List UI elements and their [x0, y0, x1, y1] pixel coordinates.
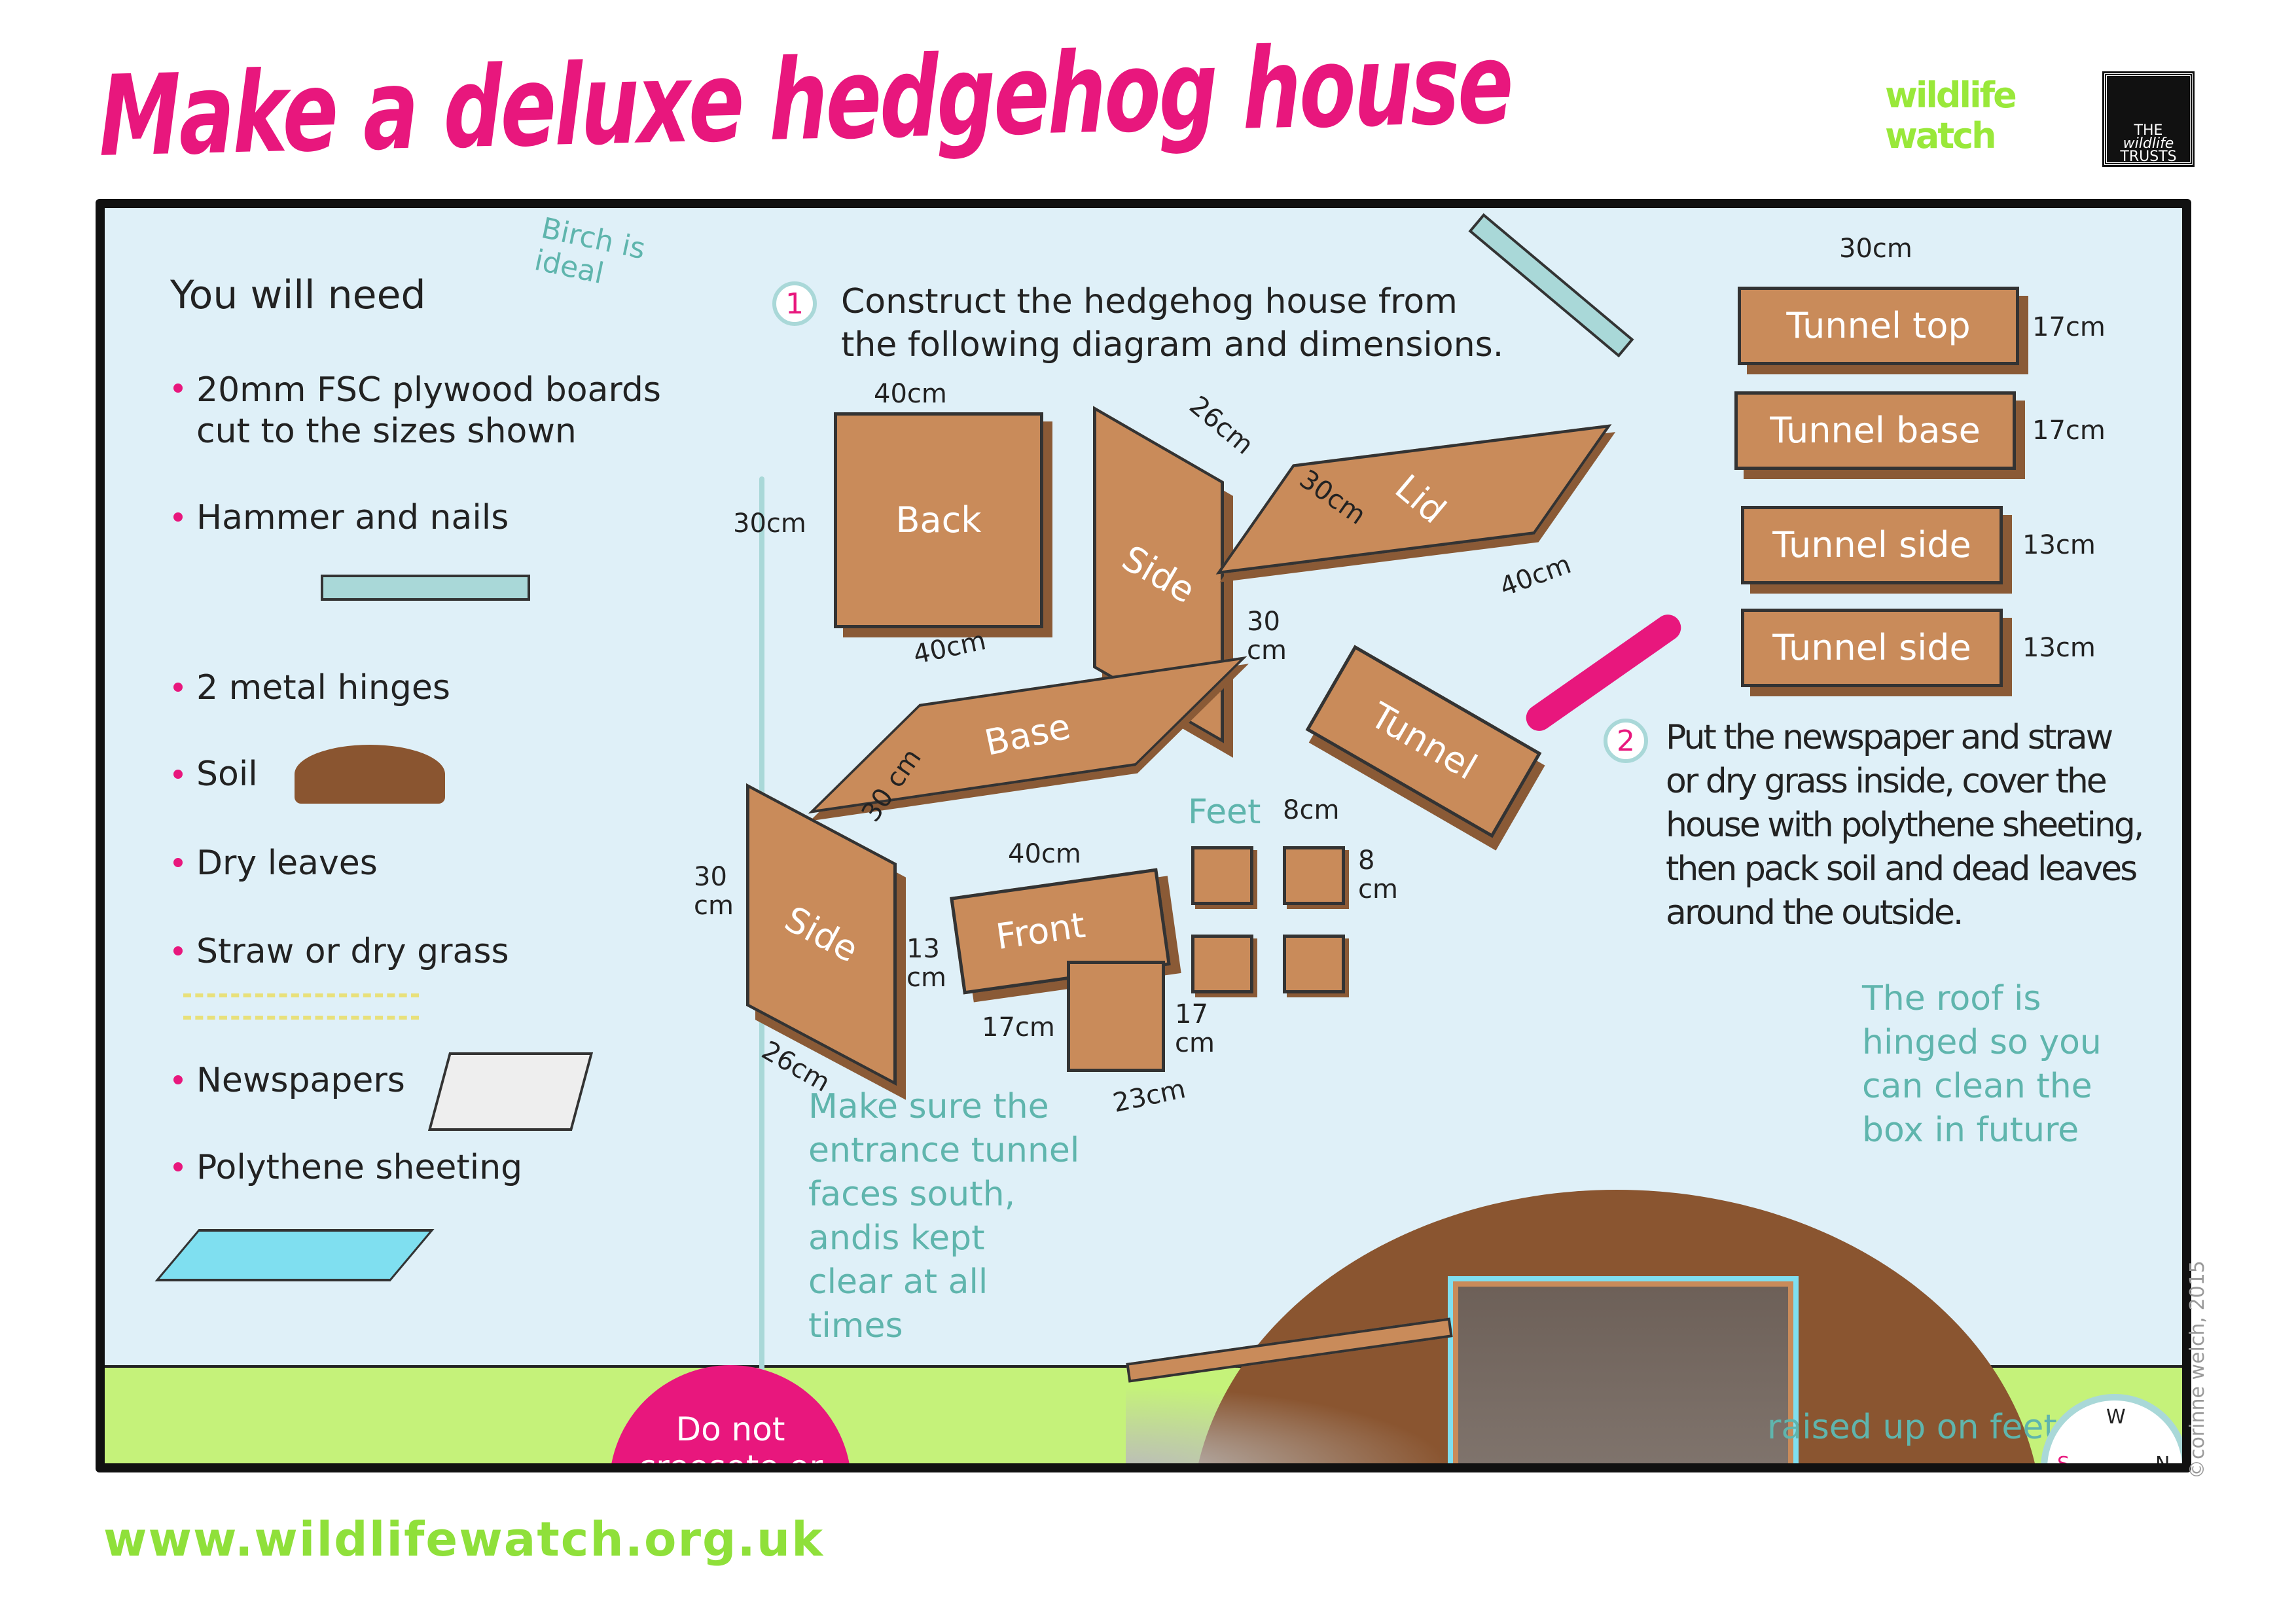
board-tunnel-top-label: Tunnel top: [1786, 305, 1971, 346]
hammer-icon: [321, 575, 530, 601]
foot: [1191, 935, 1253, 993]
compass-needle: [2077, 1466, 2152, 1469]
board-tunnel-side-label: Tunnel side: [1772, 524, 1971, 565]
board-tunnel-side-2: [1741, 609, 2003, 687]
soil-icon: [295, 745, 445, 804]
need-item: Soil: [196, 755, 258, 794]
step-2-text: house with polythene sheeting,: [1666, 806, 2144, 845]
page-title: Make a deluxe hedgehog house: [98, 19, 1513, 182]
tunnel-note: entrance tunnel: [808, 1131, 1080, 1170]
dim-label: 17 cm: [1175, 999, 1215, 1058]
board-back-label: Back: [895, 499, 982, 541]
need-item: Newspapers: [196, 1061, 405, 1100]
dim-label: 23cm: [1110, 1073, 1189, 1119]
roof-note: can clean the: [1862, 1067, 2092, 1106]
need-heading: You will need: [170, 272, 426, 318]
board-tunnel-side: [1741, 506, 2003, 584]
step-2-text: or dry grass inside, cover the: [1666, 762, 2108, 801]
roof-note: hinged so you: [1862, 1023, 2102, 1062]
foot: [1283, 846, 1345, 905]
step-2-number: 2: [1604, 719, 1648, 763]
arrow-icon: [1520, 609, 1687, 736]
board-front-leg: [1067, 961, 1165, 1072]
dim-label: 30cm: [733, 508, 806, 539]
need-item: Polythene sheeting: [196, 1148, 523, 1187]
board-tunnel-base-label: Tunnel base: [1770, 410, 1981, 451]
tunnel-opening: [1126, 1386, 1453, 1463]
foot: [1191, 846, 1253, 905]
copyright: ©corinne welch, 2015: [2186, 1260, 2209, 1479]
need-item: Dry leaves: [196, 844, 378, 883]
compass-w: W: [2106, 1406, 2126, 1429]
compass-s: S: [2057, 1453, 2070, 1472]
step-2-text: Put the newspaper and straw: [1666, 718, 2113, 757]
board-tunnel-top: [1738, 287, 2019, 365]
dim-label: 8 cm: [1358, 846, 1398, 904]
newspaper-icon: [427, 1052, 594, 1131]
tunnel-note: faces south,: [808, 1175, 1016, 1214]
dim-label: 13cm: [2022, 633, 2096, 663]
poster-frame: You will need Birch is ideal 20mm FSC pl…: [96, 199, 2191, 1472]
tunnel-note: times: [808, 1306, 903, 1346]
dim-label: 40cm: [874, 379, 947, 409]
board-tunnel-base: [1734, 391, 2016, 470]
dim-label: 26cm: [1183, 390, 1259, 461]
need-item: cut to the sizes shown: [196, 412, 577, 451]
website-url[interactable]: www.wildlifewatch.org.uk: [103, 1512, 825, 1567]
dim-label: 13 cm: [906, 934, 946, 993]
tunnel-note: Make sure the: [808, 1087, 1049, 1126]
need-item: 2 metal hinges: [196, 668, 450, 707]
step-1-text: the following diagram and dimensions.: [841, 325, 1504, 365]
dim-label: 30 cm: [1247, 607, 1287, 666]
need-item: Straw or dry grass: [196, 932, 509, 971]
step-2-text: then pack soil and dead leaves: [1666, 849, 2138, 889]
dim-label: 17cm: [982, 1012, 1055, 1043]
need-item: Hammer and nails: [196, 498, 509, 537]
feet-note: raised up on feet: [1767, 1408, 2057, 1447]
board-back: [834, 412, 1043, 628]
dim-label: 13cm: [2022, 530, 2096, 560]
tunnel-note: clear at all: [808, 1262, 988, 1302]
house-cutaway: [1448, 1276, 1799, 1463]
straw-icon: [183, 993, 419, 1020]
dim-label: 17cm: [2032, 312, 2106, 342]
feet-label: Feet: [1188, 793, 1261, 832]
step-1-text: Construct the hedgehog house from: [841, 282, 1458, 321]
dim-label: 40cm: [1496, 549, 1575, 603]
compass-n: N: [2155, 1453, 2170, 1472]
tunnel-note: andis kept: [808, 1219, 985, 1258]
birch-note: Birch is ideal: [531, 211, 649, 291]
polythene-icon: [154, 1229, 435, 1281]
dim-label: 30 cm: [694, 862, 734, 921]
dim-label: 8cm: [1283, 795, 1340, 825]
step-1-number: 1: [772, 281, 817, 326]
board-tunnel-side-2-label: Tunnel side: [1772, 627, 1971, 668]
step-2-text: around the outside.: [1666, 893, 1964, 933]
dim-label: 40cm: [910, 625, 989, 671]
dim-label: 30cm: [1839, 234, 1912, 264]
dim-label: 40cm: [1008, 839, 1081, 869]
foot: [1283, 935, 1345, 993]
roof-note: The roof is: [1862, 979, 2041, 1018]
roof-note: box in future: [1862, 1111, 2079, 1150]
dim-label: 17cm: [2032, 416, 2106, 446]
need-item: 20mm FSC plywood boards: [196, 370, 662, 410]
